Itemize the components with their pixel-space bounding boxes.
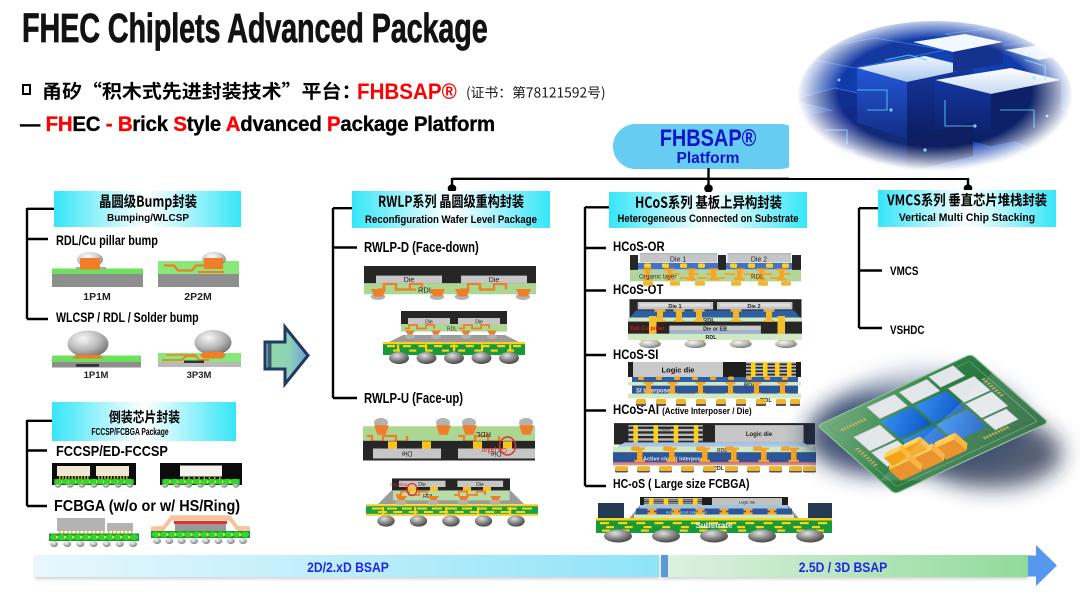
svg-text:Cu pillar: Cu pillar (390, 482, 408, 488)
svg-text:Die: Die (404, 277, 415, 284)
svg-text:RDL: RDL (476, 430, 491, 439)
svg-text:Die: Die (475, 320, 483, 326)
svg-text:Die: Die (489, 277, 500, 284)
svg-text:Die: Die (425, 320, 433, 326)
svg-text:RDL: RDL (703, 318, 715, 324)
svg-text:Tall Cu pillar: Tall Cu pillar (630, 326, 665, 332)
svg-text:Active circuit interposer: Active circuit interposer (643, 457, 707, 463)
svg-text:Die: Die (491, 449, 502, 456)
svg-text:Logic die: Logic die (739, 500, 756, 505)
svg-text:Die: Die (402, 449, 413, 456)
svg-text:Organic layer: Organic layer (639, 274, 676, 281)
svg-text:Die 1: Die 1 (668, 304, 681, 310)
svg-text:RDL: RDL (744, 383, 756, 389)
svg-text:Die: Die (476, 482, 484, 488)
svg-text:Die 2: Die 2 (747, 304, 760, 310)
svg-text:RDL: RDL (423, 494, 434, 500)
svg-text:Active circuit interposer: Active circuit interposer (666, 510, 708, 515)
svg-text:Die: Die (418, 482, 426, 488)
svg-text:Die 1: Die 1 (670, 256, 686, 263)
svg-text:RDL: RDL (418, 286, 433, 295)
svg-text:Die or EB: Die or EB (703, 326, 727, 332)
svg-text:RDL: RDL (713, 466, 725, 472)
svg-text:RDL: RDL (717, 448, 727, 454)
svg-text:Cu pillar: Cu pillar (481, 446, 507, 453)
svg-text:RDL: RDL (751, 274, 764, 281)
svg-text:HBM: HBM (660, 427, 670, 432)
svg-text:RDL: RDL (760, 398, 772, 404)
svg-text:Die 2: Die 2 (751, 256, 767, 263)
svg-text:Substrate: Substrate (696, 521, 733, 530)
svg-text:Logic die: Logic die (662, 366, 695, 375)
svg-text:RDL: RDL (447, 327, 457, 333)
svg-text:Logic die: Logic die (746, 432, 773, 438)
svg-text:SI Interposer: SI Interposer (636, 389, 673, 395)
svg-text:RDL: RDL (706, 335, 718, 341)
